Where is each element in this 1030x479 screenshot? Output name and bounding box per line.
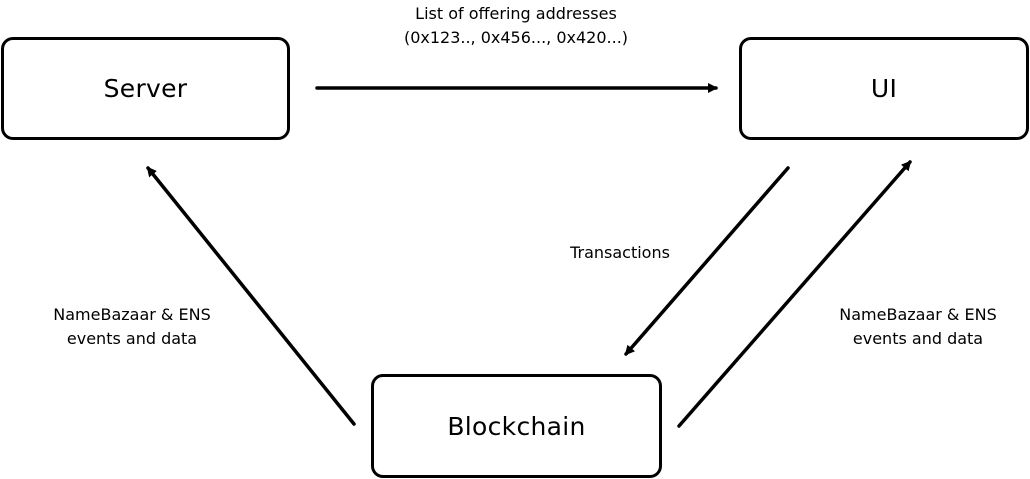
blockchain-to-server-label-line1: NameBazaar & ENS [53, 305, 211, 324]
blockchain-to-server-label: NameBazaar & ENS events and data [22, 303, 242, 351]
arrow-ui-to-blockchain [624, 166, 790, 356]
blockchain-to-ui-label-line1: NameBazaar & ENS [839, 305, 997, 324]
server-to-ui-label-line1: List of offering addresses [415, 4, 617, 23]
blockchain-node: Blockchain [371, 374, 662, 478]
ui-to-blockchain-label: Transactions [540, 241, 700, 265]
server-to-ui-label: List of offering addresses (0x123.., 0x4… [366, 2, 666, 50]
ui-node-label: UI [870, 74, 898, 103]
server-node-label: Server [103, 74, 188, 103]
arrow-blockchain-to-server [146, 166, 356, 426]
blockchain-node-label: Blockchain [447, 411, 586, 441]
blockchain-to-server-label-line2: events and data [66, 329, 198, 348]
arrow-blockchain-to-ui [677, 160, 912, 428]
ui-node: UI [739, 37, 1029, 140]
server-node: Server [1, 37, 290, 140]
transactions-label: Transactions [570, 243, 670, 262]
blockchain-to-ui-label-line2: events and data [852, 329, 984, 348]
blockchain-to-ui-label: NameBazaar & ENS events and data [808, 303, 1028, 351]
server-to-ui-label-line2: (0x123.., 0x456..., 0x420...) [403, 28, 629, 47]
